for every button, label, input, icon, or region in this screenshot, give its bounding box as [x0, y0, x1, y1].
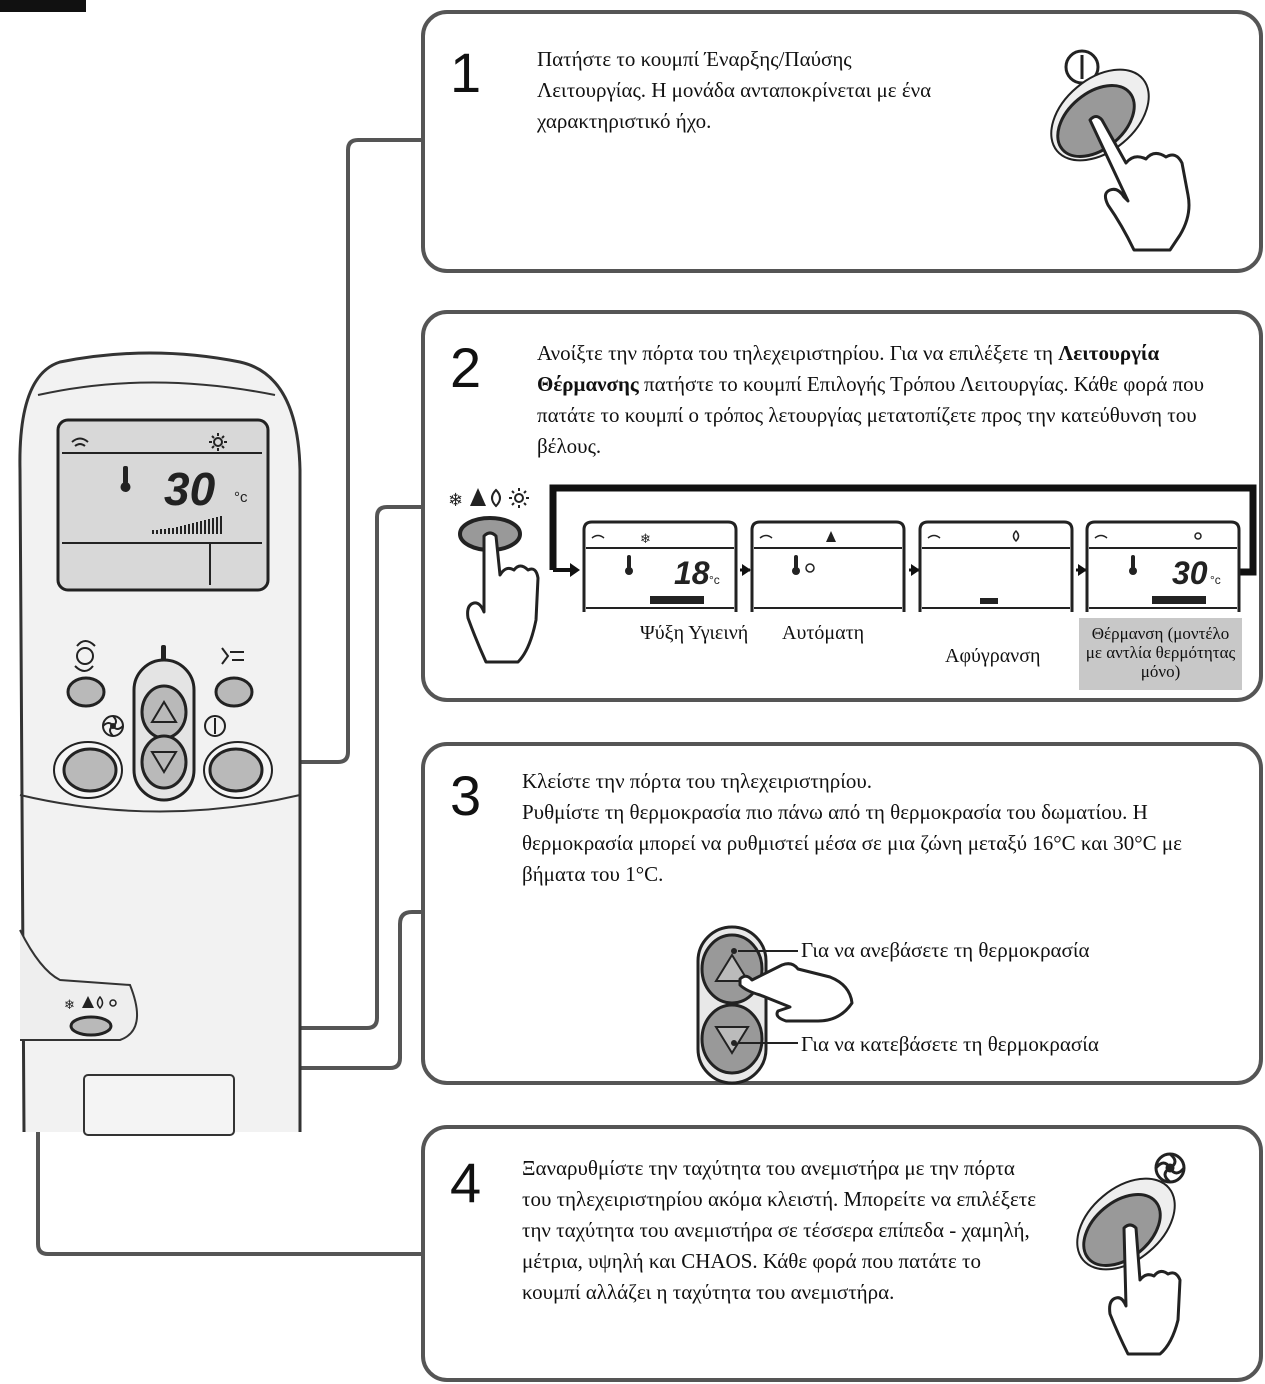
step-2-text-start: Ανοίξτε την πόρτα του τηλεχειριστηρίου. … [537, 341, 1059, 365]
remote-temp-readout: 30 [164, 463, 216, 515]
remote-louver-icon [221, 647, 244, 665]
remote-signal-icon [71, 437, 89, 447]
pressing-hand-icon [1108, 1223, 1182, 1356]
remote-temp-down-button[interactable] [140, 734, 188, 790]
remote-swing-button[interactable] [66, 676, 106, 708]
step-3-number: 3 [450, 764, 482, 827]
mode-label-auto: Αυτόματη [782, 622, 865, 644]
heat-temp-readout: 30 [1172, 555, 1208, 591]
auto-mode-icon [470, 488, 486, 506]
svg-text:❄: ❄ [640, 532, 651, 547]
step-2-number: 2 [450, 336, 482, 399]
sun-icon [509, 488, 529, 508]
remote-thermometer-icon [120, 466, 131, 492]
temp-buttons-illustration [696, 925, 854, 1085]
temp-down-label: Για να κατεβάσετε τη θερμοκρασία [801, 1032, 1099, 1056]
corner-tab [0, 0, 86, 12]
mode-icons-row: ❄ [448, 488, 529, 511]
fan-button [1082, 1193, 1162, 1267]
remote-control: 30 °c ❄ [18, 351, 302, 1136]
step-2-text-bold: Λειτουργία Θέρμανσης [537, 341, 1160, 396]
remote-mode-icons: ❄ [64, 995, 117, 1013]
remote-sun-icon [209, 433, 227, 451]
mode-pressing-hand-icon [466, 531, 540, 664]
remote-fan-icon [102, 715, 124, 737]
remote-swing-icon [74, 640, 96, 672]
cool-temp-unit: °c [709, 573, 720, 587]
display-heat: 30 °c [1085, 520, 1241, 612]
step-3-line-1: Κλείστε την πόρτα του τηλεχειριστηρίου. [522, 769, 873, 793]
up-arrow-icon [714, 953, 750, 982]
step-2-text-end: πατήστε το κουμπί Επιλογής Τρόπου Λειτου… [537, 372, 1205, 458]
step-3-text: Κλείστε την πόρτα του τηλεχειριστηρίου. … [522, 766, 1222, 890]
mode-cycle-diagram: ❄ ❄ 18 °c [448, 484, 1257, 664]
power-button-illustration [1050, 49, 1191, 252]
mode-label-heat: Θέρμανση (μοντέλο με αντλία θερμότητας μ… [1079, 618, 1242, 690]
pressing-hand-icon [1088, 115, 1191, 252]
drop-icon [491, 488, 501, 508]
remote-power-button[interactable] [208, 747, 264, 793]
temp-up-label: Για να ανεβάσετε τη θερμοκρασία [801, 938, 1090, 962]
mode-label-cool: Ψύξη Υγιεινή [640, 622, 749, 644]
cool-temp-readout: 18 [674, 555, 710, 591]
remote-lcd [56, 418, 270, 592]
display-auto [750, 520, 906, 612]
step-3-panel [421, 742, 1263, 1085]
step-4-text: Ξαναρυθμίστε την ταχύτητα του ανεμιστήρα… [522, 1156, 1037, 1304]
svg-text:❄: ❄ [64, 998, 75, 1013]
remote-temp-unit: °c [234, 489, 248, 506]
step-2-text: Ανοίξτε την πόρτα του τηλεχειριστηρίου. … [537, 338, 1242, 462]
fan-button-illustration [1076, 1152, 1186, 1356]
step-1-number: 1 [450, 41, 482, 104]
step-3-line-2: Ρυθμίστε τη θερμοκρασία πιο πάνω από τη … [522, 800, 1182, 886]
step-4-number: 4 [450, 1151, 482, 1214]
mode-label-dry: Αφύγρανση [945, 645, 1041, 667]
pressing-hand-icon [738, 962, 854, 1023]
remote-temp-up-button[interactable] [140, 684, 188, 740]
remote-louver-button[interactable] [214, 676, 254, 708]
remote-power-icon [204, 715, 226, 737]
remote-fan-bar [152, 516, 222, 534]
heat-temp-unit: °c [1210, 573, 1221, 587]
remote-down-arrow-icon [150, 751, 178, 774]
down-arrow-icon [714, 1026, 750, 1055]
fan-icon [1154, 1152, 1186, 1184]
step-1-text: Πατήστε το κουμπί Έναρξης/Παύσης Λειτουρ… [537, 47, 932, 133]
display-cool: ❄ 18 °c [582, 520, 738, 612]
remote-up-arrow-icon [150, 700, 178, 723]
remote-fan-button[interactable] [62, 747, 118, 793]
remote-mode-button[interactable] [69, 1015, 113, 1037]
snowflake-icon: ❄ [448, 490, 463, 511]
display-dry [918, 520, 1074, 612]
